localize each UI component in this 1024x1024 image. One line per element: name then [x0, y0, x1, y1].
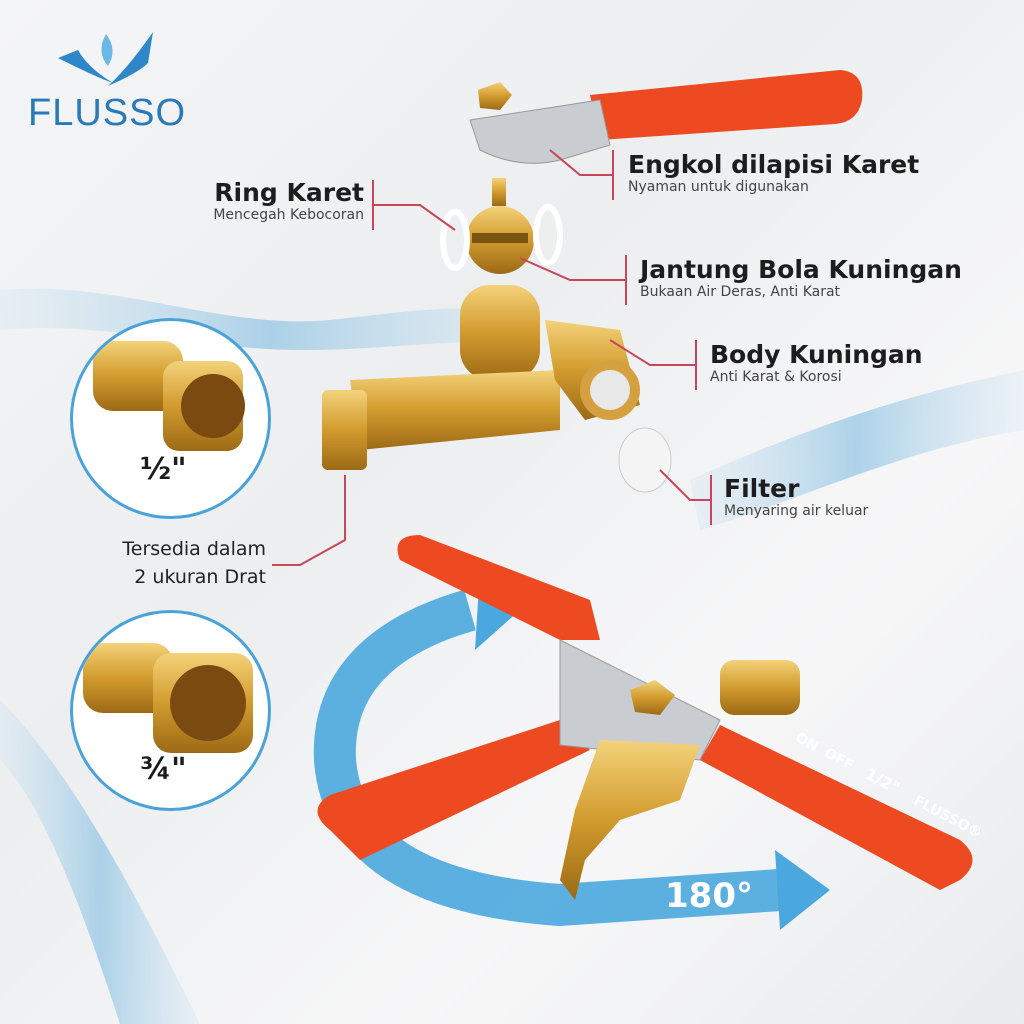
callout-body: Body Kuningan Anti Karat & Korosi	[710, 340, 923, 385]
water-splash	[0, 288, 1024, 1024]
callout-title: Engkol dilapisi Karet	[628, 150, 920, 179]
callout-subtitle: Anti Karat & Korosi	[710, 369, 842, 385]
callout-filter: Filter Menyaring air keluar	[724, 474, 868, 519]
callout-title: Ring Karet	[214, 178, 364, 207]
fitting-three-quarter-icon	[83, 643, 253, 753]
callout-jantung-bola: Jantung Bola Kuningan Bukaan Air Deras, …	[640, 255, 962, 300]
callout-subtitle: Mencegah Kebocoran	[213, 207, 364, 223]
thread-note-line1: Tersedia dalam	[122, 538, 266, 560]
callout-title: Jantung Bola Kuningan	[640, 255, 962, 284]
brand-name: FLUSSO	[28, 92, 187, 134]
rotation-label: 180°	[665, 876, 753, 916]
brass-ball	[440, 178, 563, 274]
size-half-inch-circle	[70, 318, 271, 519]
brass-body	[322, 285, 672, 493]
callout-ring-karet: Ring Karet Mencegah Kebocoran	[213, 178, 364, 223]
size-half-inch-label: ½"	[140, 452, 187, 487]
size-three-quarter-circle	[70, 610, 271, 811]
callout-title: Filter	[724, 474, 800, 503]
callout-subtitle: Bukaan Air Deras, Anti Karat	[640, 284, 841, 300]
callout-title: Body Kuningan	[710, 340, 923, 369]
callout-engkol: Engkol dilapisi Karet Nyaman untuk digun…	[628, 150, 919, 195]
thread-note-line2: 2 ukuran Drat	[134, 566, 266, 588]
callout-subtitle: Nyaman untuk digunakan	[628, 179, 809, 195]
assembled-valve	[317, 535, 973, 900]
thread-size-note: Tersedia dalam 2 ukuran Drat	[122, 535, 266, 591]
fitting-half-inch-icon	[93, 341, 245, 451]
callout-subtitle: Menyaring air keluar	[724, 503, 869, 519]
top-handle	[469, 70, 863, 164]
size-three-quarter-label: ¾"	[140, 752, 187, 787]
brand-logo-icon	[58, 32, 153, 86]
